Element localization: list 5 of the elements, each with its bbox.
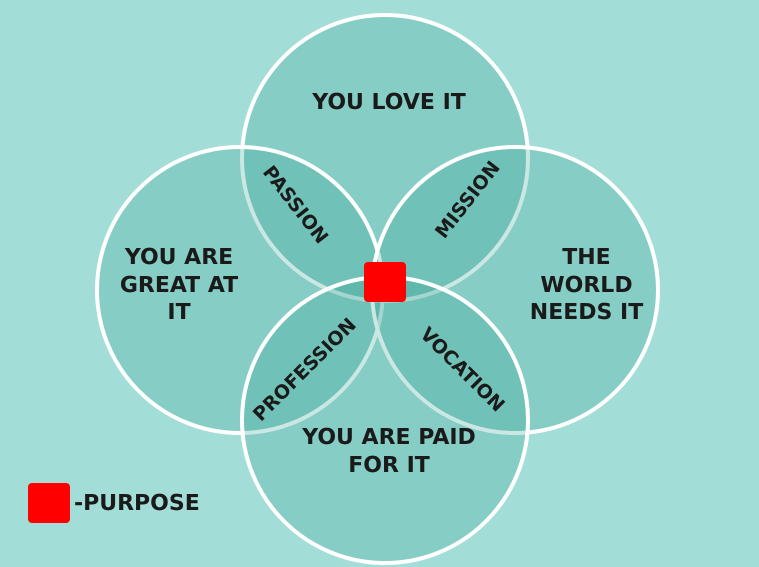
circle-label: YOU ARE PAID FOR IT — [301, 424, 477, 479]
circle-label: YOU LOVE IT — [311, 89, 467, 116]
circle-label: THE WORLD NEEDS IT — [528, 244, 644, 326]
circle-label: YOU ARE GREAT AT IT — [118, 244, 240, 326]
legend-label: -PURPOSE — [74, 490, 200, 518]
